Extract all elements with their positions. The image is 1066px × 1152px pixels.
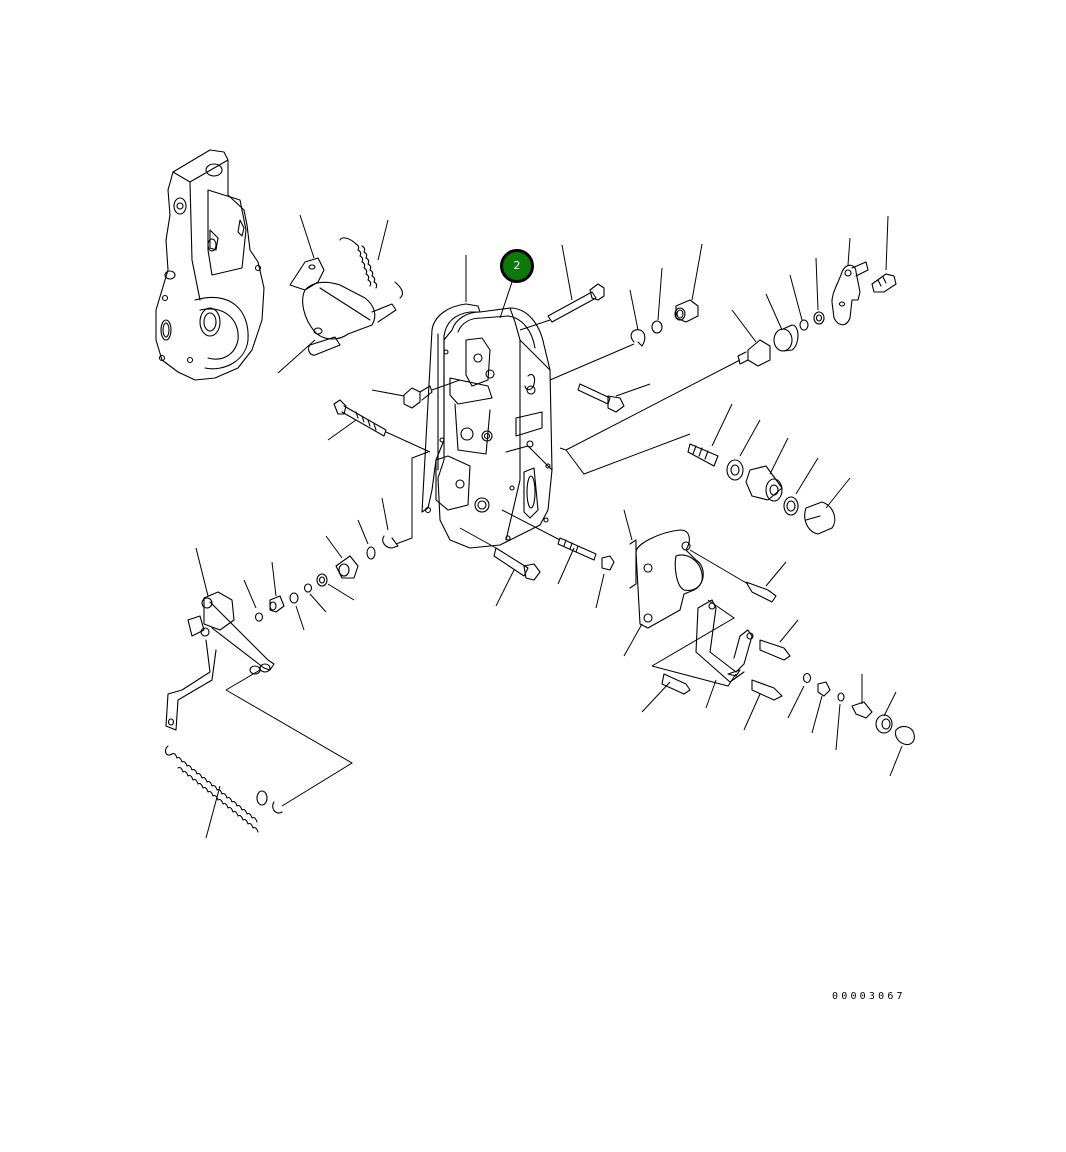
lower-bolt-left [459, 527, 541, 607]
pump-housing-frame [155, 149, 265, 381]
lower-stud-middle [501, 509, 597, 585]
callout-number: 2 [513, 259, 521, 272]
stop-bracket [651, 599, 754, 709]
cap-nut [804, 477, 851, 535]
washer-mid [726, 419, 761, 481]
o-ring [651, 267, 663, 334]
callout-leader-line [499, 281, 513, 319]
control-lever [165, 547, 353, 807]
governor-cover [424, 307, 553, 549]
spacer-collar [745, 437, 789, 502]
adjusting-nipple [851, 674, 873, 719]
bracket-bolt-lower-left [641, 673, 691, 713]
seal-nut [875, 691, 897, 734]
drawing-number: 00003067 [832, 991, 906, 1002]
mounting-bolt-left [371, 379, 461, 409]
cover-gasket [421, 255, 481, 513]
cover-bolt [745, 561, 787, 603]
adjusting-screw [559, 309, 771, 475]
governor-spring [164, 745, 283, 839]
lower-nut [595, 555, 615, 609]
long-stud-bolt-left [327, 399, 431, 453]
bolt-short-center [577, 383, 651, 413]
tension-spring-small [339, 219, 404, 299]
bracket-bolt-upper [759, 619, 799, 661]
o-ring-small [789, 274, 809, 331]
bracket-bolt [871, 215, 897, 293]
washer-small [813, 257, 825, 325]
snap-ring [549, 289, 646, 381]
cap-small [889, 725, 915, 777]
bracket-bolt-lower-mid [743, 679, 783, 731]
sleeve [765, 293, 799, 352]
washer-right [783, 457, 819, 516]
plug [674, 243, 703, 323]
housing-cover-small [623, 509, 749, 657]
lock-nut [811, 681, 831, 734]
lever-shaft-assembly [277, 214, 397, 374]
tiny-washer [835, 692, 845, 751]
small-washer-lower [787, 672, 812, 719]
long-bolt [519, 244, 605, 331]
bracket-plate [831, 237, 869, 326]
stop-bolt [687, 403, 733, 467]
washer-group-lower-left [243, 451, 429, 631]
callout-badge-2[interactable]: 2 [500, 249, 534, 283]
